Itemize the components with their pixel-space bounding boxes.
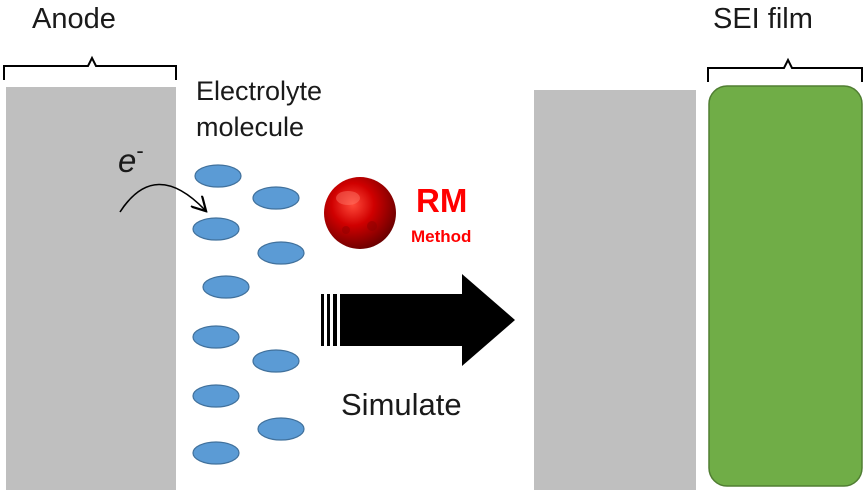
electrolyte-molecule xyxy=(202,275,250,299)
electron-label: e- xyxy=(118,138,144,179)
anode-label: Anode xyxy=(32,3,116,35)
electrolyte-molecule xyxy=(192,217,240,241)
sei-bracket xyxy=(707,57,863,82)
anode-electrode-after xyxy=(534,90,696,490)
electrolyte-molecule xyxy=(252,186,300,210)
simulate-label: Simulate xyxy=(341,387,462,422)
rm-label: RM xyxy=(416,182,467,219)
anode-bracket xyxy=(3,55,177,80)
sphere-crater xyxy=(342,226,350,234)
electrolyte-label-line1: Electrolyte xyxy=(196,76,322,106)
sei-film-label: SEI film xyxy=(713,3,813,35)
electrolyte-molecule xyxy=(192,384,240,408)
electrolyte-molecule xyxy=(252,349,300,373)
red-sphere-icon xyxy=(324,177,396,249)
sphere-crater xyxy=(367,221,377,231)
anode-electrode xyxy=(6,87,176,490)
electrolyte-molecule xyxy=(194,164,242,188)
electrolyte-molecule xyxy=(192,441,240,465)
electron-transfer-arrow xyxy=(119,183,205,212)
right-arrow-icon xyxy=(321,274,515,366)
electrolyte-molecule xyxy=(192,325,240,349)
electrolyte-molecule xyxy=(257,417,305,441)
sphere-highlight xyxy=(336,191,360,205)
electrolyte-molecules xyxy=(192,164,305,465)
method-label: Method xyxy=(411,227,471,246)
electrolyte-label-line2: molecule xyxy=(196,112,304,142)
sei-film xyxy=(708,85,863,487)
electrolyte-molecule xyxy=(257,241,305,265)
rm-method-logo: RM Method xyxy=(324,177,471,249)
